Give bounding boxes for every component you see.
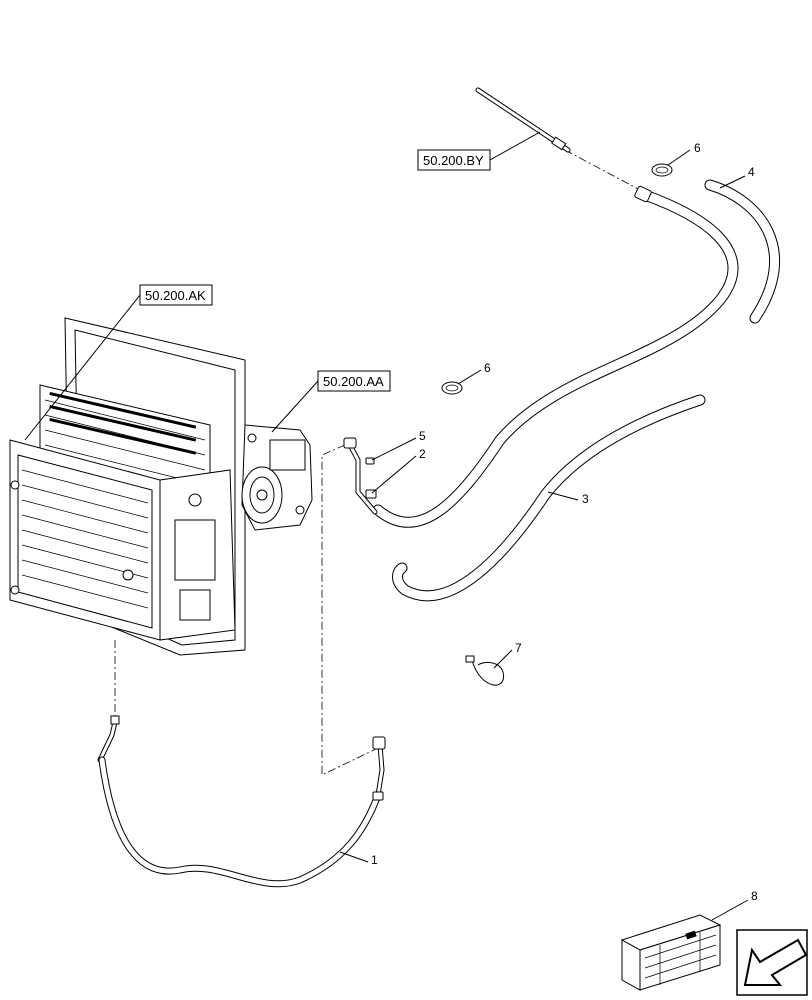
hose-4	[704, 179, 780, 324]
svg-text:2: 2	[419, 447, 426, 461]
callout-8[interactable]: 8	[711, 889, 758, 921]
cooling-unit	[9, 317, 246, 656]
ref-box-50-200-aa[interactable]: 50.200.AA	[271, 370, 391, 433]
crate-8	[620, 914, 722, 991]
svg-text:6: 6	[694, 141, 701, 155]
ref-box-50-200-by[interactable]: 50.200.BY	[417, 131, 541, 171]
callout-4[interactable]: 4	[719, 165, 755, 189]
tie-strap-7	[465, 655, 505, 686]
hydraulic-motor	[241, 424, 313, 531]
svg-text:3: 3	[582, 492, 589, 506]
ref-label-50-200-ak: 50.200.AK	[145, 288, 206, 303]
svg-text:8: 8	[751, 889, 758, 903]
hose-1	[97, 715, 386, 888]
hose-2	[372, 185, 739, 528]
clamp-6-upper	[651, 163, 673, 177]
callout-1[interactable]: 1	[339, 851, 378, 867]
svg-text:1: 1	[371, 853, 378, 867]
ref-box-50-200-ak[interactable]: 50.200.AK	[24, 284, 213, 441]
callout-3[interactable]: 3	[547, 491, 589, 506]
centerlines	[114, 149, 641, 776]
svg-text:5: 5	[419, 429, 426, 443]
upper-line-stub	[475, 87, 571, 153]
ref-label-50-200-aa: 50.200.AA	[323, 374, 384, 389]
core-studs	[49, 392, 197, 455]
callout-2[interactable]: 2	[371, 447, 426, 494]
callout-6-lower[interactable]: 6	[457, 361, 491, 385]
hose-3	[392, 394, 706, 602]
svg-text:6: 6	[484, 361, 491, 375]
callout-5[interactable]: 5	[371, 429, 426, 461]
callout-6-upper[interactable]: 6	[667, 141, 701, 166]
ref-label-50-200-by: 50.200.BY	[423, 153, 484, 168]
callout-7[interactable]: 7	[493, 641, 522, 669]
svg-text:4: 4	[748, 165, 755, 179]
nav-arrow-icon	[736, 929, 808, 996]
tube-fitting-assembly	[343, 437, 378, 515]
svg-text:7: 7	[515, 641, 522, 655]
clamp-6-lower	[441, 381, 463, 395]
